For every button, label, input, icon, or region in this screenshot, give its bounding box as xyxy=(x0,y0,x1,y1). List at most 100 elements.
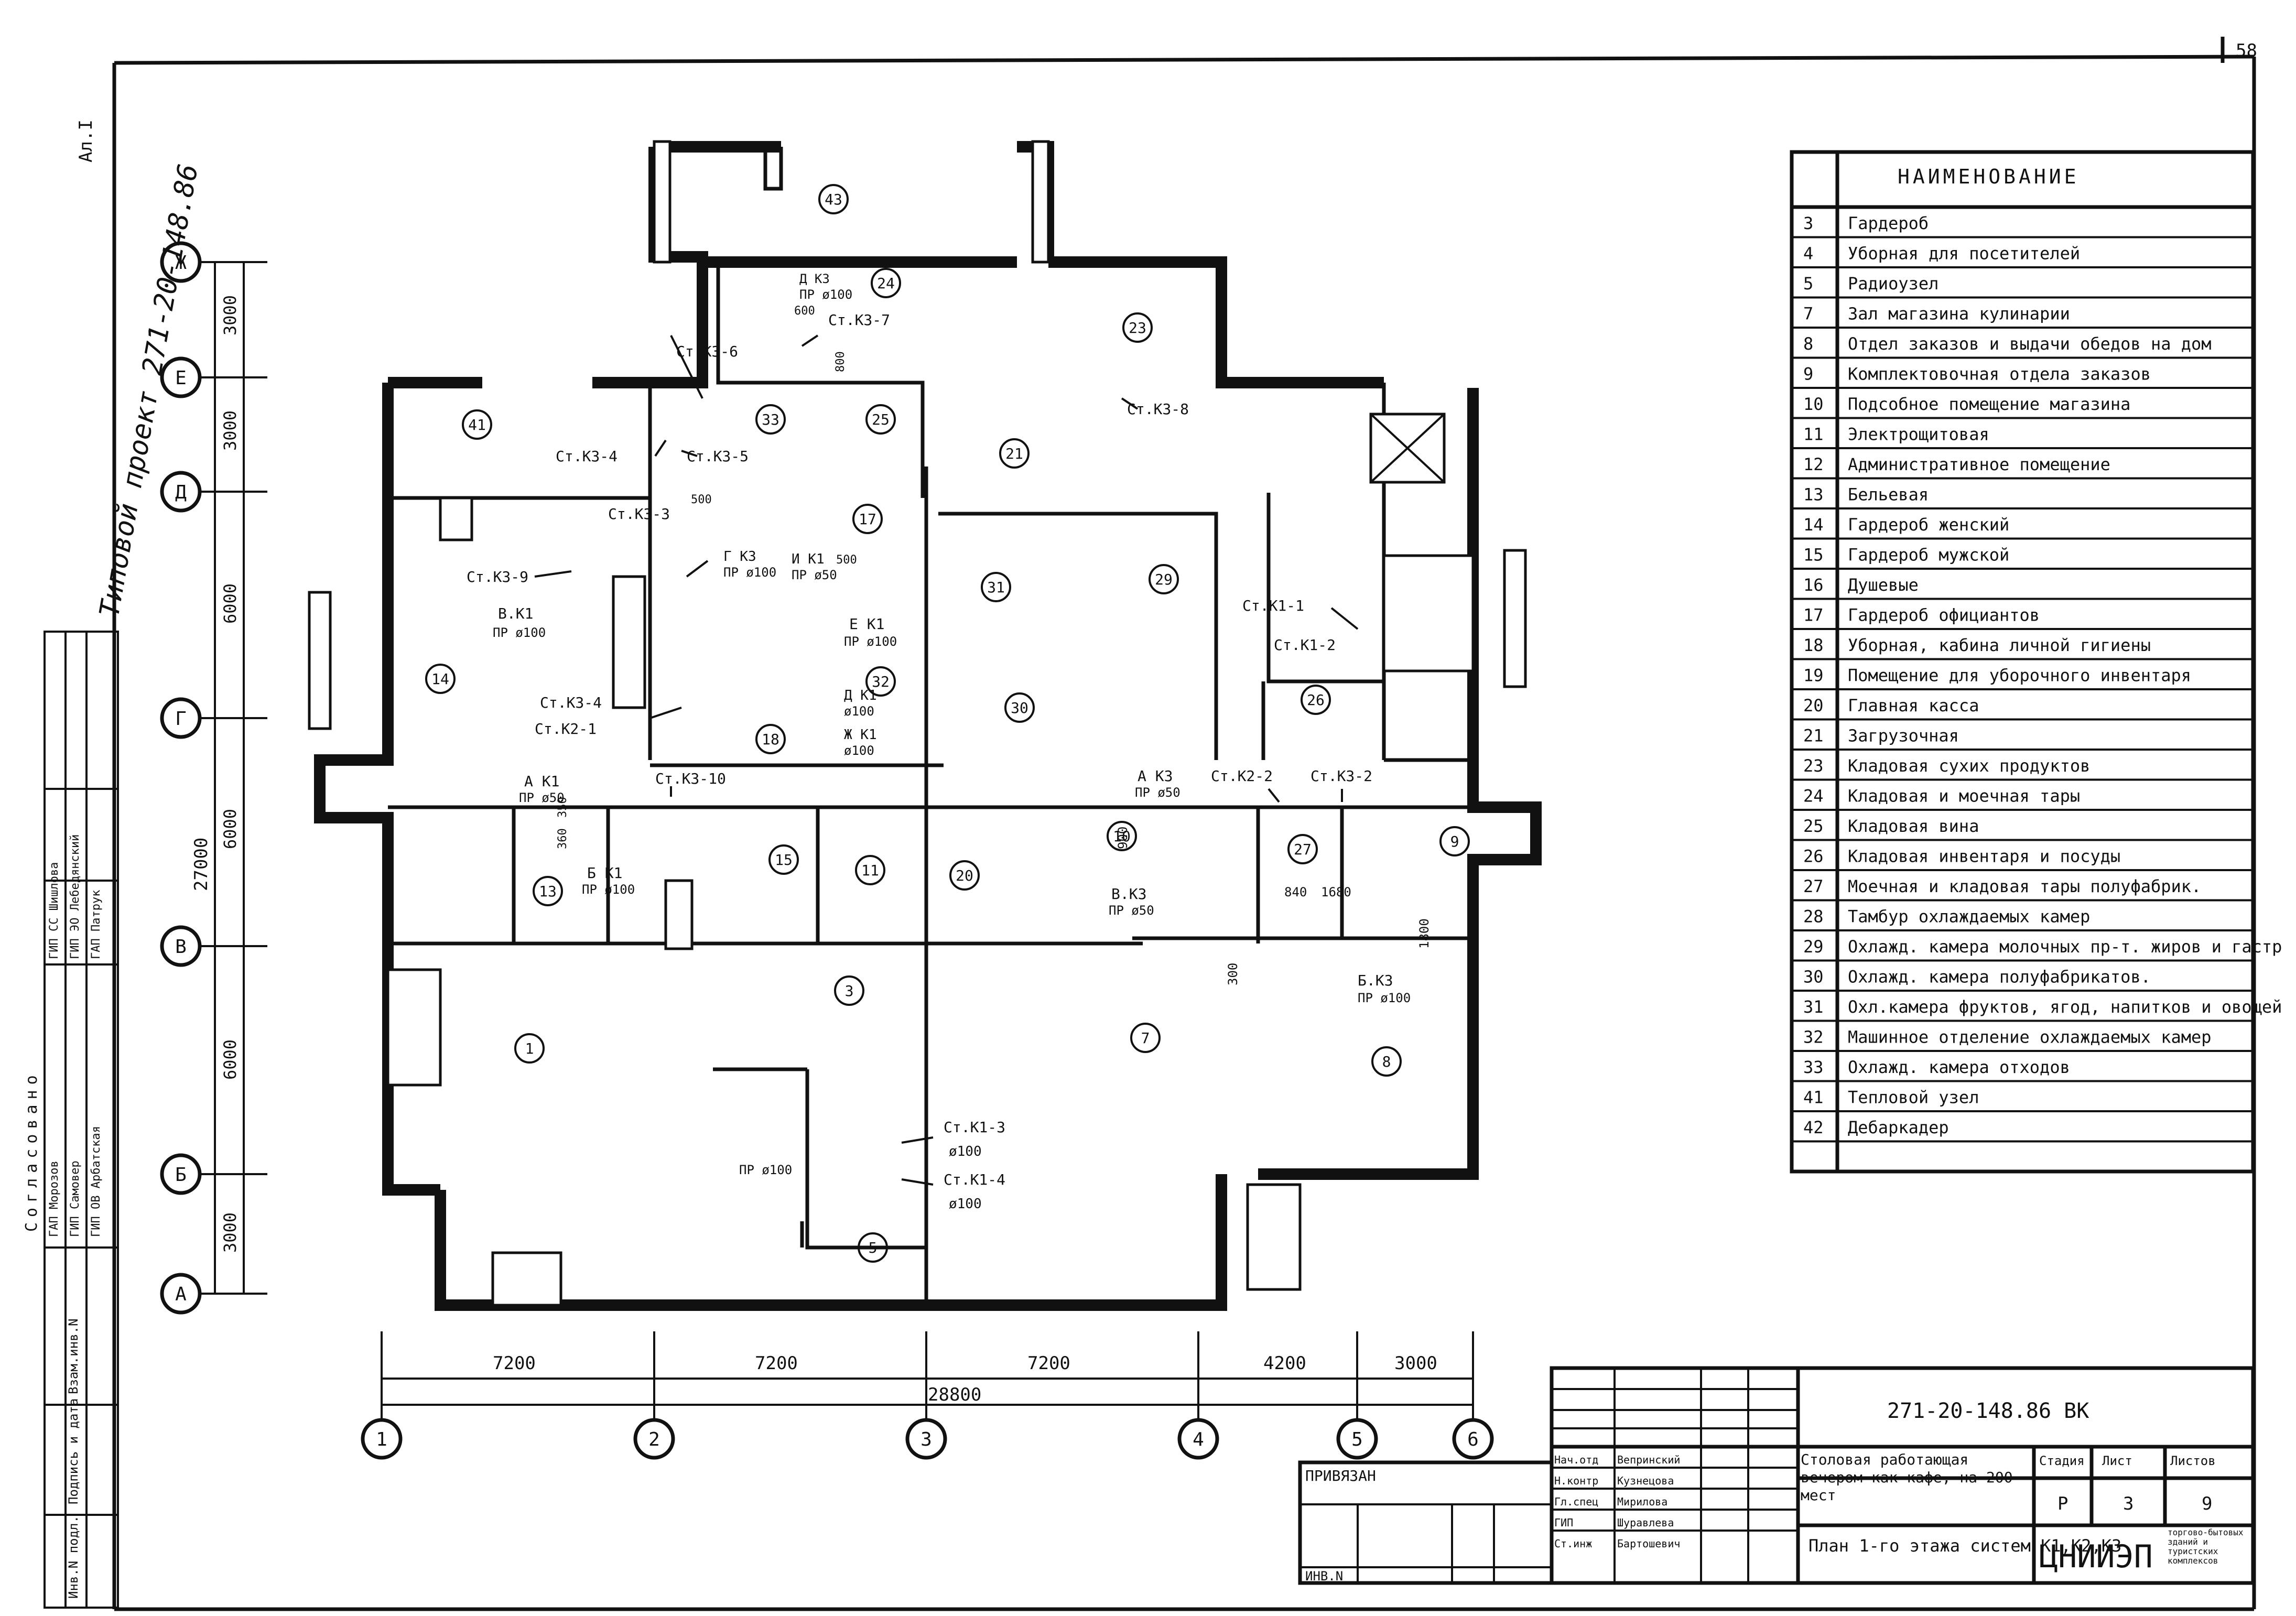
v-dim: 3000 xyxy=(220,295,240,335)
dim-note: 500 xyxy=(691,493,712,506)
riser-label: Ст.К3-10 xyxy=(655,770,726,787)
room-number: 41 xyxy=(468,416,486,433)
sheets-value: 9 xyxy=(2202,1493,2212,1514)
room-number: 20 xyxy=(956,867,973,884)
signer-role: Нач.отд xyxy=(1554,1454,1598,1466)
dim-note: 600 xyxy=(794,305,815,318)
legend-name: Гардероб женский xyxy=(1848,515,2009,535)
room-number: 21 xyxy=(1005,445,1023,462)
room-bubble: 9 xyxy=(1439,826,1470,856)
legend-number: 5 xyxy=(1803,274,1813,294)
room-number: 27 xyxy=(1294,841,1312,858)
legend-number: 30 xyxy=(1803,967,1824,987)
axis-letter-bubble: Б xyxy=(160,1153,202,1195)
riser-label: Ст.К3-9 xyxy=(467,568,528,585)
fixture-label: А К1 xyxy=(524,773,559,790)
fixture-label: ПР ø50 xyxy=(792,568,837,582)
dim-note: 500 xyxy=(836,554,857,567)
room-number: 24 xyxy=(877,275,895,292)
fixture-label: В.К1 xyxy=(498,605,533,622)
axis-number-bubble: 6 xyxy=(1452,1410,1494,1460)
legend-name: Комплектовочная отдела заказов xyxy=(1848,364,2151,384)
room-bubble: 23 xyxy=(1122,312,1153,343)
riser-lines xyxy=(534,334,1359,1186)
fixture-label: И К1 xyxy=(792,551,825,567)
fixture-label: ПР ø50 xyxy=(519,790,565,805)
axis-letter-bubble: А xyxy=(160,1273,202,1315)
legend-number: 25 xyxy=(1803,816,1824,836)
legend-name: Кладовая вина xyxy=(1848,816,1979,836)
axis-letter: Б xyxy=(175,1164,187,1186)
vertical-project-note: Типовой проект 271-20-148.86 xyxy=(94,162,204,620)
axis-letter: Е xyxy=(175,367,187,389)
room-bubble: 41 xyxy=(462,409,492,440)
room-number: 25 xyxy=(872,411,890,428)
fixture-label: ø100 xyxy=(949,1196,982,1212)
legend-number: 7 xyxy=(1803,304,1813,324)
sheet-title: Столовая работающая вечером как кафе, на… xyxy=(1801,1451,2013,1504)
legend-number: 28 xyxy=(1803,907,1824,927)
axis-number: 2 xyxy=(648,1429,660,1450)
legend-number: 42 xyxy=(1803,1118,1824,1137)
room-bubble: 25 xyxy=(865,404,896,435)
h-dim: 3000 xyxy=(1394,1353,1437,1374)
legend-name: Административное помещение xyxy=(1848,454,2110,474)
fixture-label: Д К1 xyxy=(844,688,877,703)
stamp-cell: Согласовано xyxy=(23,1070,41,1232)
legend-number: 17 xyxy=(1803,605,1824,625)
legend-name: Гардероб мужской xyxy=(1848,545,2009,565)
legend-name: Гардероб xyxy=(1848,213,1929,233)
dim-note: 350 xyxy=(556,797,569,818)
v-dim: 6000 xyxy=(220,1039,240,1080)
org-name: ЦНИИЭП xyxy=(2039,1538,2153,1575)
legend-name: Бельевая xyxy=(1848,485,1929,505)
room-number: 5 xyxy=(869,1239,878,1256)
signer-role: Н.контр xyxy=(1554,1474,1598,1487)
room-number: 9 xyxy=(1450,833,1459,850)
legend-name: Охлажд. камера полуфабрикатов. xyxy=(1848,967,2151,987)
legend-header: НАИМЕНОВАНИЕ xyxy=(1898,165,2080,188)
room-bubble: 18 xyxy=(755,724,786,754)
legend-name: Уборная, кабина личной гигиены xyxy=(1848,635,2151,655)
riser-label: Ст.К3-7 xyxy=(828,311,890,329)
signer-name: Вепринский xyxy=(1617,1454,1680,1466)
axis-number-bubble: 5 xyxy=(1336,1410,1378,1460)
fixture-label: ПР ø100 xyxy=(739,1163,792,1177)
legend-name: Моечная и кладовая тары полуфабрик. xyxy=(1848,876,2201,896)
signer-role: ГИП xyxy=(1554,1516,1573,1529)
room-bubble: 20 xyxy=(949,860,980,891)
room-bubble: 24 xyxy=(871,268,901,298)
room-bubble: 21 xyxy=(999,438,1030,469)
stamp-cell: ГАП Патрук xyxy=(90,890,103,959)
axis-number-bubble: 3 xyxy=(905,1410,947,1460)
dim-note: 1680 xyxy=(1321,885,1351,899)
legend-number: 14 xyxy=(1803,515,1824,535)
axis-letter: А xyxy=(175,1284,187,1305)
room-bubble: 7 xyxy=(1130,1023,1161,1053)
legend-number: 32 xyxy=(1803,1027,1824,1047)
fixture-label: Ж К1 xyxy=(844,727,877,743)
legend-name: Уборная для посетителей xyxy=(1848,244,2080,264)
axis-number: 4 xyxy=(1193,1429,1204,1450)
signer-name: Шуравлева xyxy=(1617,1516,1674,1529)
room-bubble: 3 xyxy=(834,975,864,1006)
axis-number: 1 xyxy=(376,1429,387,1450)
legend-number: 10 xyxy=(1803,394,1824,414)
room-number: 23 xyxy=(1129,319,1146,337)
fixture-label: ПР ø100 xyxy=(582,882,635,897)
legend-name: Отдел заказов и выдачи обедов на дом xyxy=(1848,334,2212,354)
fixture-label: ПР ø50 xyxy=(1135,785,1181,800)
